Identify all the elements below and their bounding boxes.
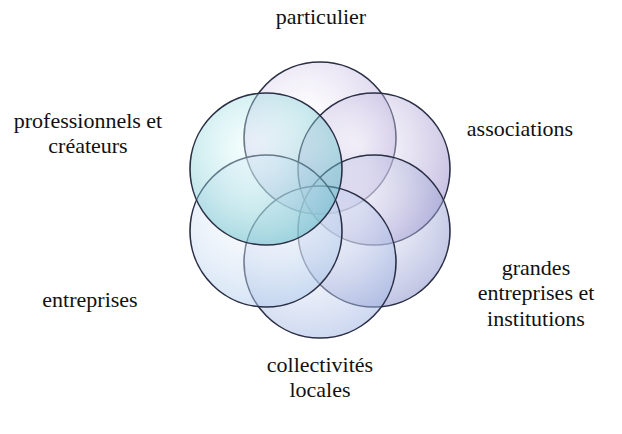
group-label: professionnels et créateurs: [12, 108, 164, 159]
group-label: collectivités locales: [248, 352, 392, 403]
group-label: associations: [440, 116, 600, 141]
group-label: particulier: [211, 4, 431, 29]
circle: [190, 93, 342, 245]
group-label: entreprises: [15, 287, 165, 312]
group-label: grandes entreprises et institutions: [460, 255, 612, 331]
